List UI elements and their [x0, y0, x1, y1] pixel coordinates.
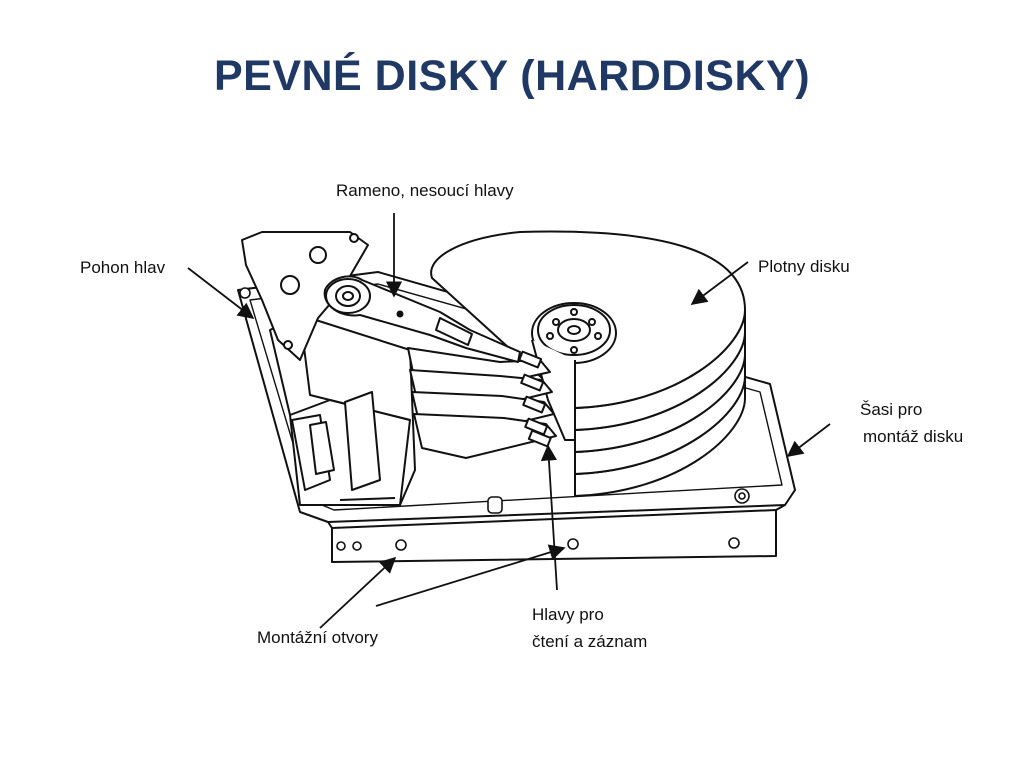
arrow-mounting-holes-1 [319, 556, 397, 629]
label-platters: Plotny disku [758, 257, 850, 276]
slide-title: PEVNÉ DISKY (HARDDISKY) [213, 52, 811, 100]
label-heads-line2: čtení a záznam [532, 632, 647, 651]
arrow-mounting-holes-2 [375, 544, 566, 607]
label-heads-line1: Hlavy pro [532, 605, 604, 624]
label-chassis-line2: montáž disku [863, 427, 963, 446]
label-mounting-holes: Montážní otvory [257, 628, 378, 647]
magnet-plate [241, 231, 369, 361]
label-arm: Rameno, nesoucí hlavy [336, 181, 514, 200]
actuator-block [269, 314, 416, 506]
arrow-platters [690, 261, 749, 305]
head-arm [323, 275, 521, 363]
read-write-heads [407, 347, 557, 459]
label-actuator: Pohon hlav [80, 258, 166, 277]
arrow-heads [540, 444, 558, 591]
arrow-actuator [187, 267, 255, 319]
label-chassis-line1: Šasi pro [860, 400, 922, 419]
mounting-holes [239, 287, 750, 551]
arrow-chassis [786, 423, 831, 457]
platters [430, 230, 746, 497]
